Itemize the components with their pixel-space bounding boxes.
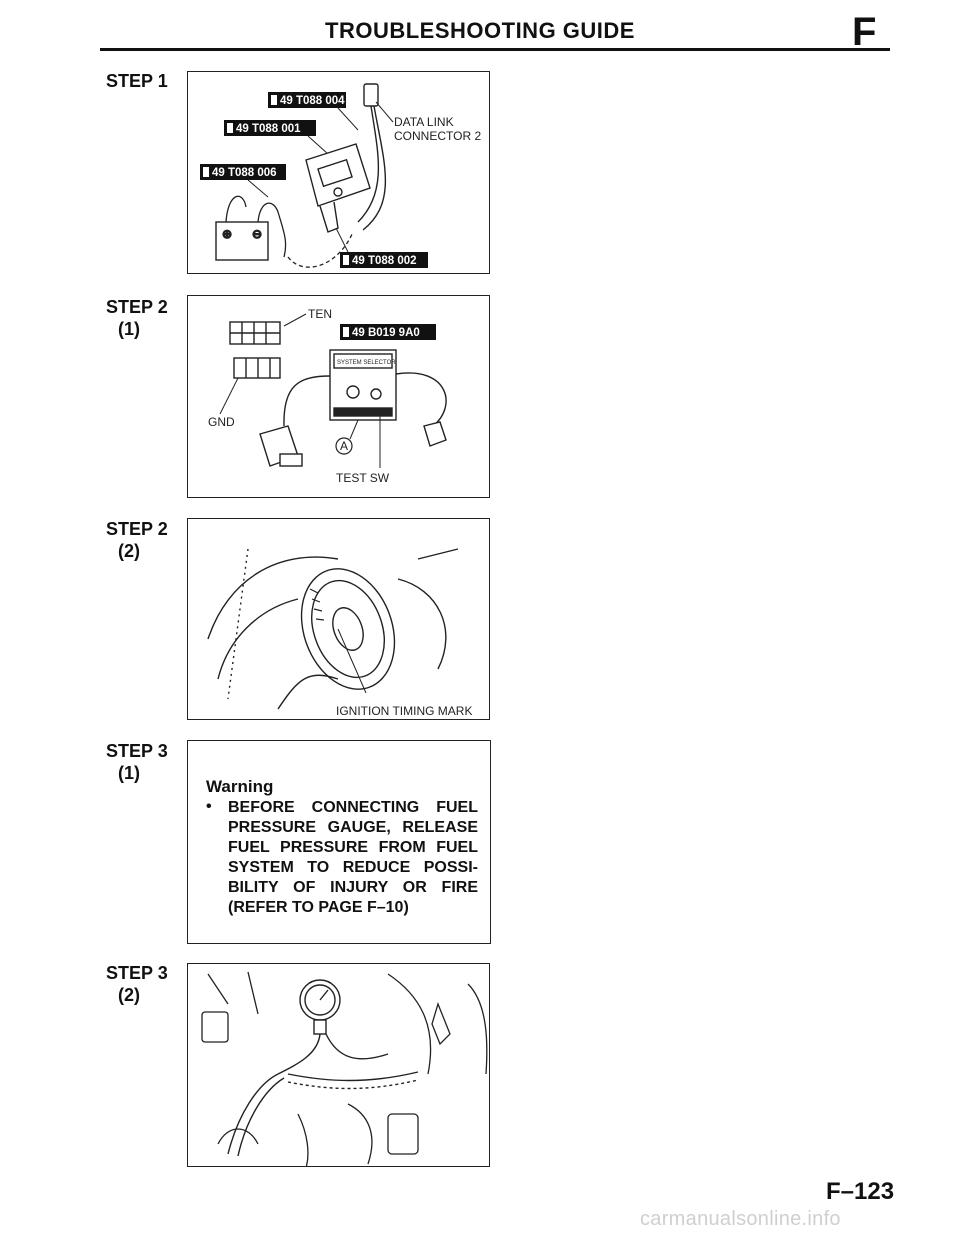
tag-49-t088-002: 49 T088 002 (340, 252, 428, 268)
figure-ignition-timing: IGNITION TIMING MARK (187, 518, 490, 720)
engine-pulley-illustration (207, 548, 459, 710)
data-link-connector-icon (229, 321, 281, 379)
ignition-timing-mark-label: IGNITION TIMING MARK (336, 704, 472, 718)
step-label-2-2: STEP 2 (2) (106, 518, 168, 562)
tag-49-t088-004: 49 T088 004 (268, 92, 346, 108)
marker-a-circle (335, 437, 353, 455)
figure-fuel-pressure-gauge (187, 963, 490, 1167)
step-sublabel: (1) (118, 763, 140, 783)
selector-label: SYSTEM SELECTOR (337, 360, 396, 366)
leader-lines (247, 101, 394, 253)
battery-cables (225, 195, 354, 268)
warning-bullet: • (206, 798, 212, 815)
step-label-3-2: STEP 3 (2) (106, 962, 168, 1006)
page-title: TROUBLESHOOTING GUIDE (325, 18, 635, 43)
page-number: F–123 (826, 1178, 895, 1205)
marker-a: A (340, 439, 348, 453)
figure-system-selector: TEN 49 B019 9A0 GND SYSTEM SELECTOR (187, 295, 490, 498)
battery-icon: ⊕ ⊖ (215, 221, 269, 261)
right-plug-icon (423, 421, 447, 447)
step-label-text: STEP 1 (106, 71, 168, 91)
warning-text: BEFORE CONNECTING FUEL PRESSURE GAUGE, R… (228, 799, 478, 916)
step-label-text: STEP 2 (106, 297, 168, 317)
svg-text:49 T088 004: 49 T088 004 (280, 95, 345, 107)
step-label-text: STEP 3 (106, 963, 168, 983)
svg-text:49 T088 006: 49 T088 006 (212, 167, 277, 179)
tag-49-b019-9a0: 49 B019 9A0 (340, 324, 436, 340)
fuel-pressure-gauge-icon (299, 979, 341, 1035)
engine-parts-illustration (201, 971, 488, 1166)
step-label-1: STEP 1 (106, 70, 168, 92)
tag-49-t088-001: 49 T088 001 (224, 120, 316, 136)
step-label-2-1: STEP 2 (1) (106, 296, 168, 340)
svg-text:49 B019 9A0: 49 B019 9A0 (352, 327, 420, 339)
step-label-text: STEP 2 (106, 519, 168, 539)
left-plug-icon (259, 425, 303, 467)
ten-label: TEN (308, 307, 332, 321)
warning-title: Warning (206, 777, 274, 796)
system-selector-icon: SYSTEM SELECTOR (329, 349, 397, 421)
selector-cables (283, 372, 447, 427)
timing-scale-marks (309, 588, 325, 621)
header-rule (100, 48, 890, 51)
tester-unit-icon (305, 143, 371, 233)
svg-text:49 T088 001: 49 T088 001 (236, 123, 301, 135)
step-sublabel: (2) (118, 985, 140, 1005)
section-letter: F (852, 10, 877, 54)
svg-text:49 T088 002: 49 T088 002 (352, 255, 417, 267)
timing-leader-line (337, 628, 367, 694)
data-link-connector-icon (357, 83, 387, 231)
connector-label-line1: DATA LINK (394, 115, 454, 129)
test-sw-label: TEST SW (336, 471, 390, 485)
battery-minus: ⊖ (252, 227, 262, 241)
step-sublabel: (1) (118, 319, 140, 339)
battery-plus: ⊕ (222, 227, 232, 241)
step-label-3-1: STEP 3 (1) (106, 740, 168, 784)
figure-tester-connection: 49 T088 004 49 T088 001 49 T088 006 49 T… (187, 71, 490, 274)
tag-49-t088-006: 49 T088 006 (200, 164, 286, 180)
connector-label-line2: CONNECTOR 2 (394, 129, 481, 143)
fuel-hoses (227, 1033, 419, 1157)
step-label-text: STEP 3 (106, 741, 168, 761)
warning-box: Warning • BEFORE CONNECTING FUEL PRESSUR… (187, 740, 491, 944)
watermark: carmanualsonline.info (640, 1208, 841, 1230)
step-sublabel: (2) (118, 541, 140, 561)
gnd-label: GND (208, 415, 235, 429)
